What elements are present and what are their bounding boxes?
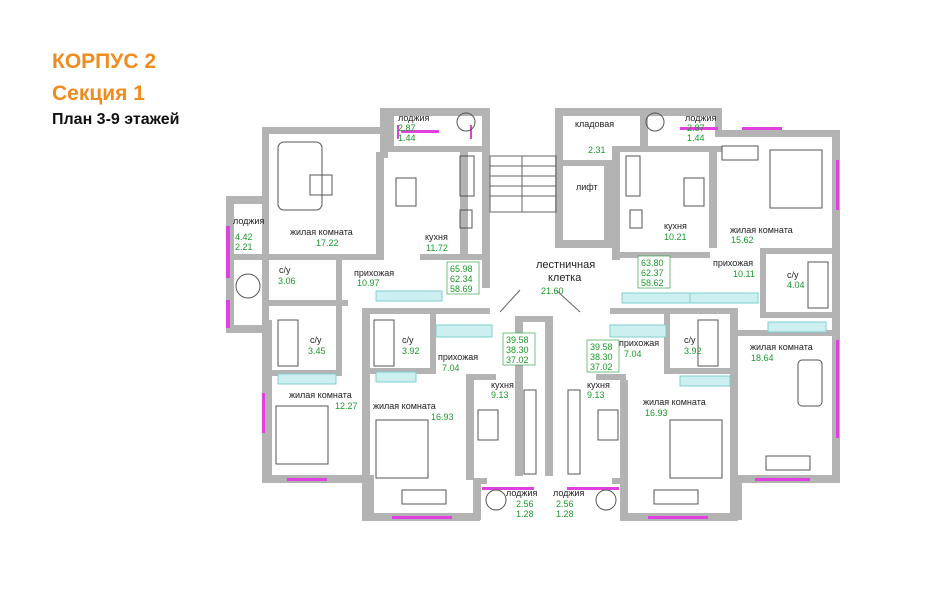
loggia-b2-label: лоджия bbox=[553, 488, 584, 498]
kitchen-a4-label: кухня bbox=[491, 380, 514, 390]
loggia-left-label: лоджия bbox=[233, 216, 264, 226]
storage-label: кладовая bbox=[575, 119, 614, 129]
totals-a1-living: 62.34 bbox=[450, 274, 473, 284]
loggia-tr-area-a: 2.87 bbox=[687, 123, 705, 133]
totals-a5-living: 38.30 bbox=[590, 352, 613, 362]
bath-a1-label: с/у bbox=[279, 265, 291, 275]
living-a5-area: 16.93 bbox=[645, 408, 668, 418]
loggia-tl-area-a: 2.87 bbox=[398, 123, 416, 133]
totals-a2: 63.80 62.37 58.62 bbox=[637, 255, 671, 289]
totals-a5-net: 37.02 bbox=[590, 362, 613, 372]
bath-a5-label: с/у bbox=[684, 335, 696, 345]
totals-a1: 65.98 62.34 58.69 bbox=[446, 261, 480, 295]
furniture bbox=[275, 141, 829, 505]
walls bbox=[226, 108, 840, 521]
staircase bbox=[489, 155, 581, 313]
windows bbox=[226, 125, 839, 519]
section-title: Секция 1 bbox=[52, 82, 145, 105]
hall-a5-area: 7.04 bbox=[624, 349, 642, 359]
kitchen-a1-label: кухня bbox=[425, 232, 448, 242]
bath-a3-label: с/у bbox=[310, 335, 322, 345]
loggia-tl-label: лоджия bbox=[398, 113, 429, 123]
hall-a1-area: 10.97 bbox=[357, 278, 380, 288]
loggia-tr-label: лоджия bbox=[685, 113, 716, 123]
loggia-tr-area-b: 1.44 bbox=[687, 133, 705, 143]
bath-a5-area: 3.92 bbox=[684, 346, 702, 356]
totals-a2-living: 62.37 bbox=[641, 268, 664, 278]
kitchen-a4-area: 9.13 bbox=[491, 390, 509, 400]
totals-a2-total: 63.80 bbox=[641, 258, 664, 268]
bath-a1-area: 3.06 bbox=[278, 276, 296, 286]
bath-a4-label: с/у bbox=[402, 335, 414, 345]
totals-a4-living: 38.30 bbox=[506, 345, 529, 355]
living-a5-label: жилая комната bbox=[643, 397, 706, 407]
bath-a4-area: 3.92 bbox=[402, 346, 420, 356]
kitchen-a5-label: кухня bbox=[587, 380, 610, 390]
living-a2-area: 15.62 bbox=[731, 235, 754, 245]
stair-label-2: клетка bbox=[548, 272, 582, 284]
bath-a2-label: с/у bbox=[787, 270, 799, 280]
totals-a4-net: 37.02 bbox=[506, 355, 529, 365]
living-a4-label: жилая комната bbox=[373, 401, 436, 411]
totals-a4-total: 39.58 bbox=[506, 335, 529, 345]
plan-title: План 3-9 этажей bbox=[52, 111, 180, 128]
kitchen-a2-area: 10.21 bbox=[664, 232, 687, 242]
stair-area: 21.60 bbox=[541, 286, 564, 296]
bath-a2-area: 4.04 bbox=[787, 280, 805, 290]
kitchen-a2-label: кухня bbox=[664, 221, 687, 231]
loggia-left-area-b: 2.21 bbox=[235, 242, 253, 252]
hall-a4-area: 7.04 bbox=[442, 363, 460, 373]
hall-a1-label: прихожая bbox=[354, 268, 394, 278]
totals-a1-total: 65.98 bbox=[450, 264, 473, 274]
totals-a4: 39.58 38.30 37.02 bbox=[502, 332, 536, 366]
loggia-b2-area-a: 2.56 bbox=[556, 499, 574, 509]
loggia-b1-label: лоджия bbox=[506, 488, 537, 498]
kitchen-a1-area: 11.72 bbox=[426, 243, 448, 253]
loggia-tl-area-b: 1.44 bbox=[398, 133, 416, 143]
loggia-b2-area-b: 1.28 bbox=[556, 509, 574, 519]
living-a6-label: жилая комната bbox=[750, 342, 813, 352]
totals-a2-net: 58.62 bbox=[641, 278, 664, 288]
kitchen-a5-area: 9.13 bbox=[587, 390, 605, 400]
living-a1-area: 17.22 bbox=[316, 238, 339, 248]
loggia-b1-area-a: 2.56 bbox=[516, 499, 534, 509]
room-labels: лоджия 2.87 1.44 лоджия 4.42 2.21 жилая … bbox=[233, 113, 813, 519]
hall-a5-label: прихожая bbox=[619, 338, 659, 348]
lift-label: лифт bbox=[576, 182, 598, 192]
living-a1-label: жилая комната bbox=[290, 227, 353, 237]
living-a6-area: 18.64 bbox=[751, 353, 774, 363]
totals-a5: 39.58 38.30 37.02 bbox=[586, 339, 620, 373]
living-a3-area: 12.27 bbox=[335, 401, 358, 411]
living-a4-area: 16.93 bbox=[431, 412, 454, 422]
hall-a2-label: прихожая bbox=[713, 258, 753, 268]
loggia-b1-area-b: 1.28 bbox=[516, 509, 534, 519]
loggia-left-area-a: 4.42 bbox=[235, 232, 253, 242]
totals-a5-total: 39.58 bbox=[590, 342, 613, 352]
stair-label-1: лестничная bbox=[536, 259, 595, 271]
storage-area: 2.31 bbox=[588, 145, 606, 155]
totals-a1-net: 58.69 bbox=[450, 284, 473, 294]
hall-a4-label: прихожая bbox=[438, 352, 478, 362]
hall-a2-area: 10.11 bbox=[733, 269, 755, 279]
living-a2-label: жилая комната bbox=[730, 225, 793, 235]
bath-a3-area: 3.45 bbox=[308, 346, 326, 356]
living-a3-label: жилая комната bbox=[289, 390, 352, 400]
loggia-plants bbox=[235, 112, 665, 511]
built-ins bbox=[277, 290, 827, 387]
building-title: КОРПУС 2 bbox=[52, 50, 156, 73]
